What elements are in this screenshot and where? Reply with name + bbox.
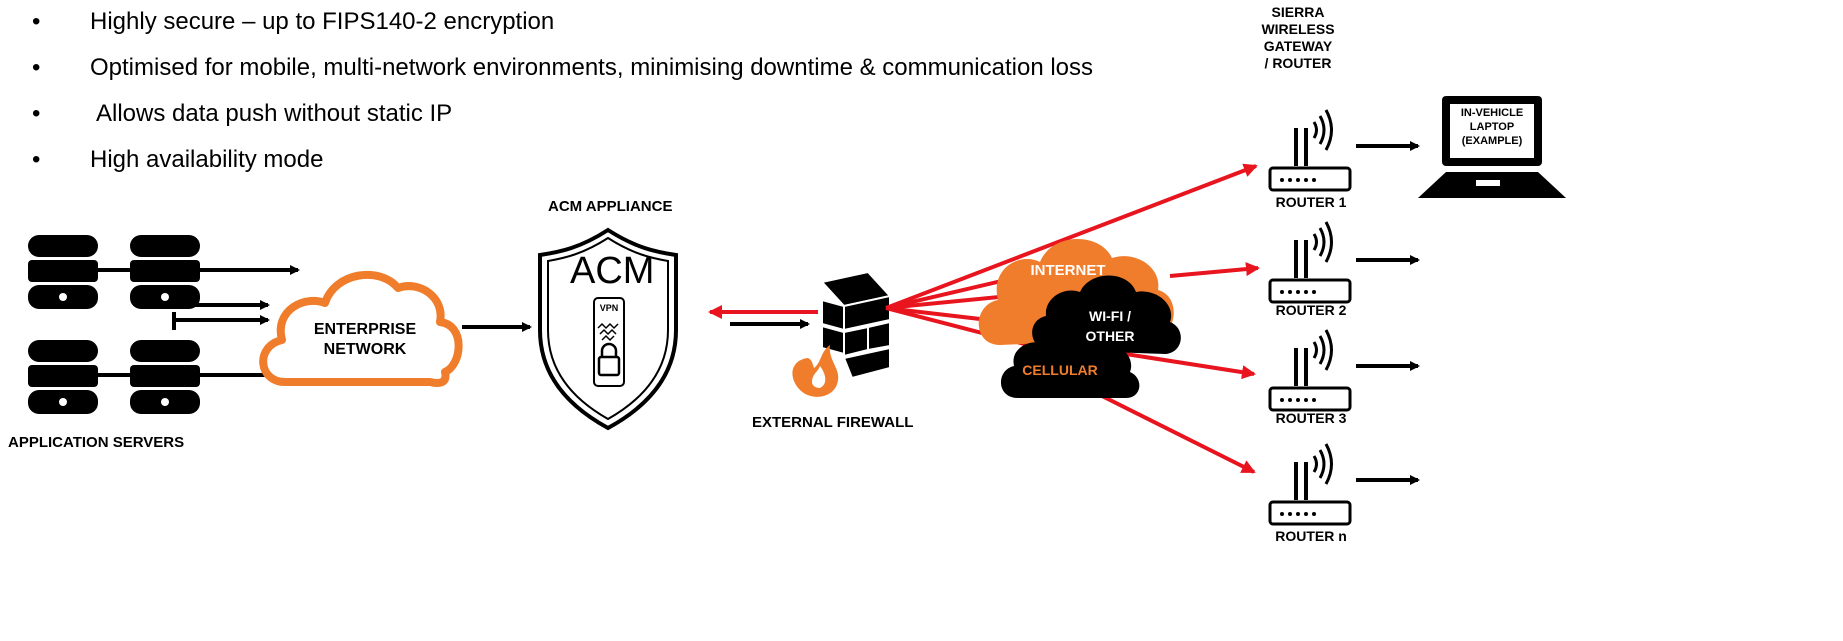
bullet-dot: • [32, 54, 41, 81]
laptop-icon [1418, 96, 1566, 198]
gateway-label-line: / ROUTER [1264, 55, 1332, 71]
router-label: ROUTER n [1275, 528, 1347, 544]
vpn-wave [597, 322, 619, 342]
feature-text: Highly secure – up to FIPS140-2 encrypti… [90, 8, 555, 35]
router-output-arrows [1356, 141, 1420, 485]
application-servers-label: APPLICATION SERVERS [8, 434, 185, 451]
vpn-label: VPN [599, 303, 619, 313]
cellular-label: CELLULAR [1022, 362, 1098, 378]
feature-text: Optimised for mobile, multi-network envi… [90, 54, 1094, 81]
wifi-other-label: WI-FI / OTHER [1070, 306, 1150, 346]
router-label: ROUTER 3 [1275, 410, 1347, 426]
gateway-label-line: SIERRA [1271, 4, 1325, 20]
laptop-label-line: IN-VEHICLE [1460, 107, 1524, 119]
feature-text: Allows data push without static IP [96, 100, 453, 127]
enterprise-network-label: ENTERPRISE NETWORK [310, 320, 420, 360]
laptop-label: IN-VEHICLE LAPTOP (EXAMPLE) [1450, 106, 1534, 148]
acm-logo-text: ACM [570, 250, 655, 292]
gateway-label: SIERRA WIRELESS GATEWAY / ROUTER [1248, 4, 1348, 72]
router-icon [1268, 108, 1352, 192]
feature-text: High availability mode [90, 146, 324, 173]
enterprise-network-line: ENTERPRISE [313, 321, 417, 338]
enterprise-network-line: NETWORK [323, 341, 407, 358]
external-firewall-label: EXTERNAL FIREWALL [752, 414, 914, 431]
firewall-icon [820, 270, 892, 380]
bullet-dot: • [32, 100, 41, 127]
laptop-label-line: (EXAMPLE) [1461, 135, 1523, 147]
router-label: ROUTER 2 [1275, 302, 1347, 318]
database-icon [28, 340, 98, 414]
gateway-label-line: GATEWAY [1263, 38, 1333, 54]
router-icon [1268, 442, 1352, 526]
database-icon [28, 235, 98, 309]
bullet-dot: • [32, 146, 41, 173]
router-icon [1268, 220, 1352, 304]
cloud-icon [259, 270, 463, 387]
cloud-icon [1000, 330, 1140, 398]
internet-label: INTERNET [1030, 262, 1106, 279]
acm-appliance-label: ACM APPLIANCE [548, 198, 673, 215]
flame-icon [792, 345, 839, 397]
bullet-dot: • [32, 8, 41, 35]
shield-icon [538, 227, 678, 431]
gateway-label-line: WIRELESS [1261, 21, 1335, 37]
lock-icon [597, 342, 621, 377]
router-label: ROUTER 1 [1275, 194, 1347, 210]
router-icon [1268, 328, 1352, 412]
wifi-label-line: WI-FI / [1089, 308, 1131, 324]
laptop-label-line: LAPTOP [1469, 121, 1515, 133]
wifi-label-line: OTHER [1085, 328, 1135, 344]
